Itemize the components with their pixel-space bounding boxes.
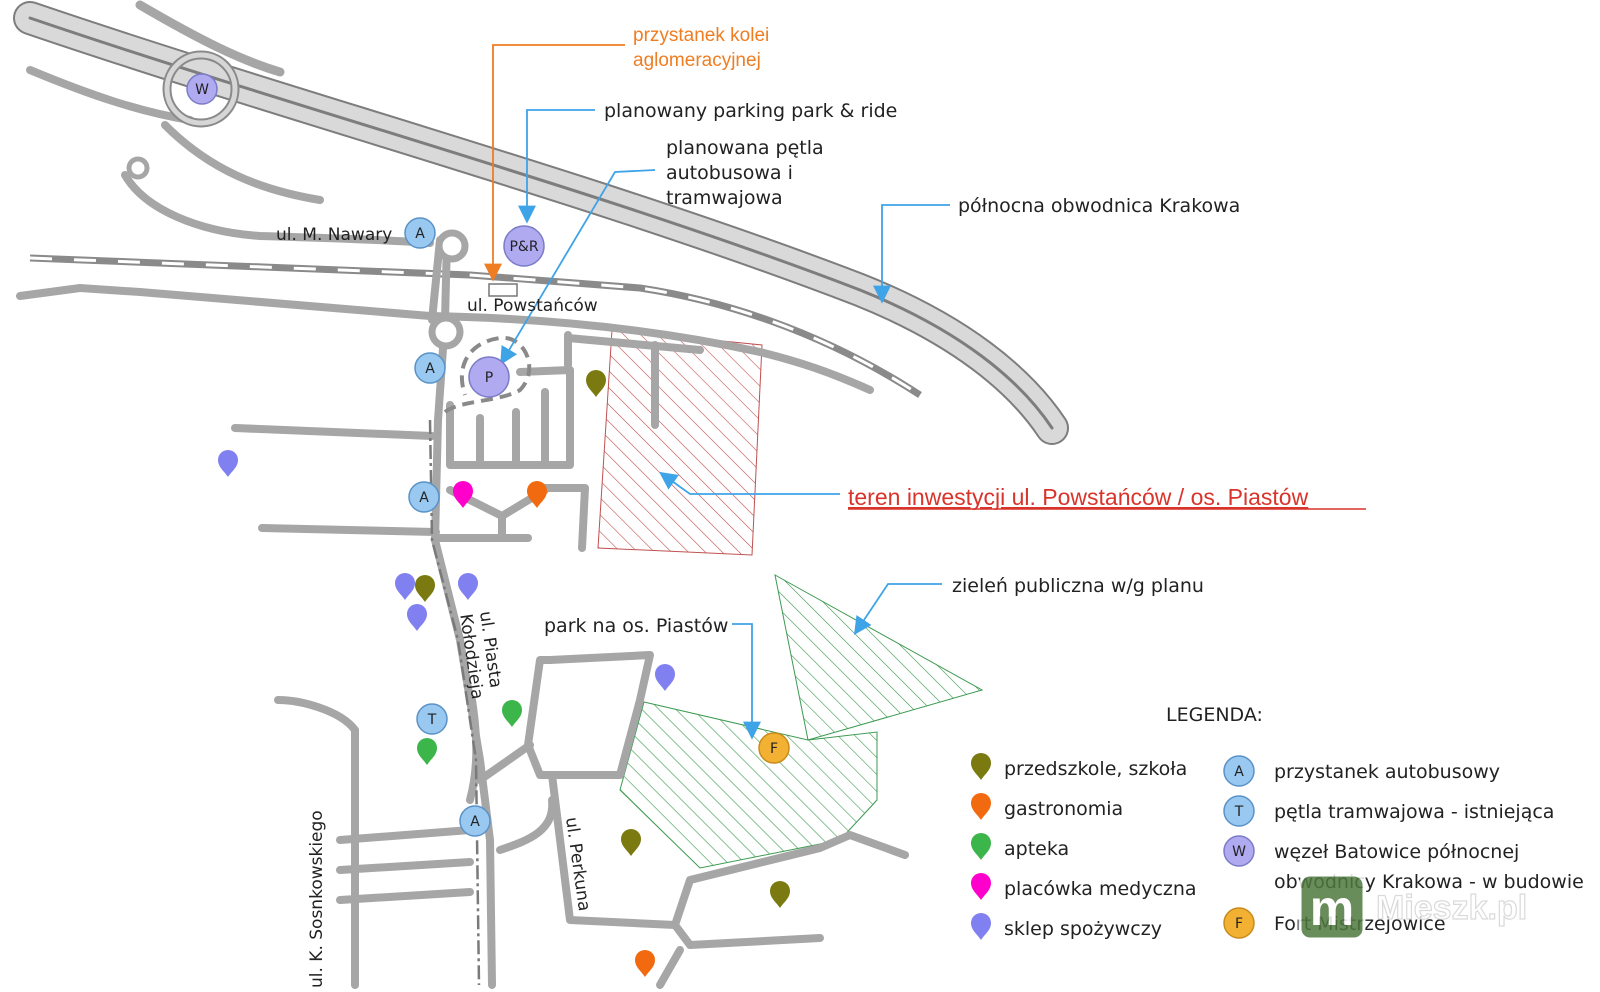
annotation-investment-link[interactable]: teren inwestycji ul. Powstańców / os. Pi… <box>848 484 1309 510</box>
pin-pharmacy <box>417 738 437 765</box>
pin-grocery <box>218 450 238 477</box>
svg-text:A: A <box>470 814 480 830</box>
street-label-nawary: ul. M. Nawary <box>276 225 392 245</box>
roundabouts <box>428 229 469 350</box>
pin-school <box>415 575 435 602</box>
svg-text:T: T <box>1234 804 1244 820</box>
svg-text:A: A <box>419 490 429 506</box>
badge-tram-loop: T <box>416 703 448 735</box>
pin-pharmacy <box>502 700 522 727</box>
svg-text:placówka medyczna: placówka medyczna <box>1004 878 1197 900</box>
badge-bus-stop-nawary: A <box>404 217 436 249</box>
pin-grocery <box>458 573 478 600</box>
legend-pin-pharmacy: apteka <box>971 833 1069 860</box>
street-label-sosnkowskiego: ul. K. Sosnkowskiego <box>307 810 327 988</box>
svg-text:A: A <box>425 361 435 377</box>
green-area-plan <box>774 574 984 741</box>
badge-parking: P <box>468 356 510 398</box>
legend: LEGENDA: przedszkole, szkoła gastronomia… <box>971 704 1584 940</box>
badge-fort: F <box>758 732 790 764</box>
badge-bus-stop-estate: A <box>408 481 440 513</box>
legend-title: LEGENDA: <box>1166 704 1263 726</box>
svg-text:pętla tramwajowa - istniejąca: pętla tramwajowa - istniejąca <box>1274 801 1554 823</box>
pin-gastronomy <box>527 481 547 508</box>
svg-text:T: T <box>427 712 437 728</box>
svg-text:tramwajowa: tramwajowa <box>666 187 783 209</box>
pin-grocery <box>395 573 415 600</box>
svg-text:Mieszk.pl: Mieszk.pl <box>1376 889 1527 927</box>
interchange-ring <box>126 50 240 180</box>
badge-bus-stop-powstancow: A <box>414 352 446 384</box>
svg-text:W: W <box>195 82 209 98</box>
street-network <box>16 121 909 989</box>
pin-school <box>586 370 606 397</box>
pin-school <box>621 829 641 856</box>
railway <box>29 254 922 398</box>
badge-bus-stop-south: A <box>459 805 491 837</box>
legend-pin-school: przedszkole, szkoła <box>971 753 1187 780</box>
badge-interchange: W <box>186 73 218 105</box>
svg-text:P: P <box>485 370 493 386</box>
svg-text:W: W <box>1232 844 1246 860</box>
annotation-green: zieleń publiczna w/g planu <box>952 575 1204 597</box>
annotation-park-ride: planowany parking park & ride <box>604 100 897 122</box>
svg-text:A: A <box>1234 764 1244 780</box>
legend-symbol-tram: T pętla tramwajowa - istniejąca <box>1223 795 1554 827</box>
watermark-logo: m Mieszk.pl <box>1298 873 1528 941</box>
park-area <box>619 701 878 869</box>
annotation-rail-stop: przystanek kolei aglomeracyjnej <box>633 25 769 71</box>
svg-text:F: F <box>1235 916 1243 932</box>
svg-text:węzeł Batowice północnej: węzeł Batowice północnej <box>1274 841 1519 863</box>
investment-area <box>597 329 763 556</box>
svg-text:A: A <box>415 226 425 242</box>
svg-text:przystanek autobusowy: przystanek autobusowy <box>1274 761 1500 783</box>
legend-symbol-interchange: W węzeł Batowice północnej obwodnicy Kra… <box>1223 835 1584 893</box>
street-label-kolodzieja: ul. Piasta Kołodzieja <box>455 610 505 701</box>
legend-symbol-bus: A przystanek autobusowy <box>1223 755 1500 787</box>
annotation-loop: planowana pętla autobusowa i tramwajowa <box>666 137 824 209</box>
pin-gastronomy <box>635 950 655 977</box>
svg-text:P&R: P&R <box>509 239 538 255</box>
annotation-ring-road: północna obwodnica Krakowa <box>958 195 1240 217</box>
svg-text:F: F <box>770 741 778 757</box>
street-label-powstancow: ul. Powstańców <box>467 296 598 316</box>
rail-stop-marker <box>488 283 518 297</box>
svg-text:gastronomia: gastronomia <box>1004 798 1123 820</box>
leader-lines <box>484 44 950 740</box>
pin-school <box>770 881 790 908</box>
badge-park-ride: P&R <box>503 225 545 267</box>
pin-grocery <box>407 604 427 631</box>
planned-loop <box>443 335 532 414</box>
pin-grocery <box>655 664 675 691</box>
svg-text:m: m <box>1310 880 1354 936</box>
svg-text:planowana pętla: planowana pętla <box>666 137 824 159</box>
svg-text:apteka: apteka <box>1004 838 1069 860</box>
annotation-park: park na os. Piastów <box>544 615 728 637</box>
svg-text:sklep spożywczy: sklep spożywczy <box>1004 918 1162 940</box>
legend-pin-grocery: sklep spożywczy <box>971 913 1162 940</box>
svg-text:aglomeracyjnej: aglomeracyjnej <box>633 50 761 71</box>
svg-text:przystanek kolei: przystanek kolei <box>633 25 769 46</box>
legend-pin-gastronomy: gastronomia <box>971 793 1123 820</box>
svg-text:przedszkole, szkoła: przedszkole, szkoła <box>1004 758 1187 780</box>
legend-pin-medical: placówka medyczna <box>971 873 1197 900</box>
svg-text:autobusowa i: autobusowa i <box>666 162 793 184</box>
